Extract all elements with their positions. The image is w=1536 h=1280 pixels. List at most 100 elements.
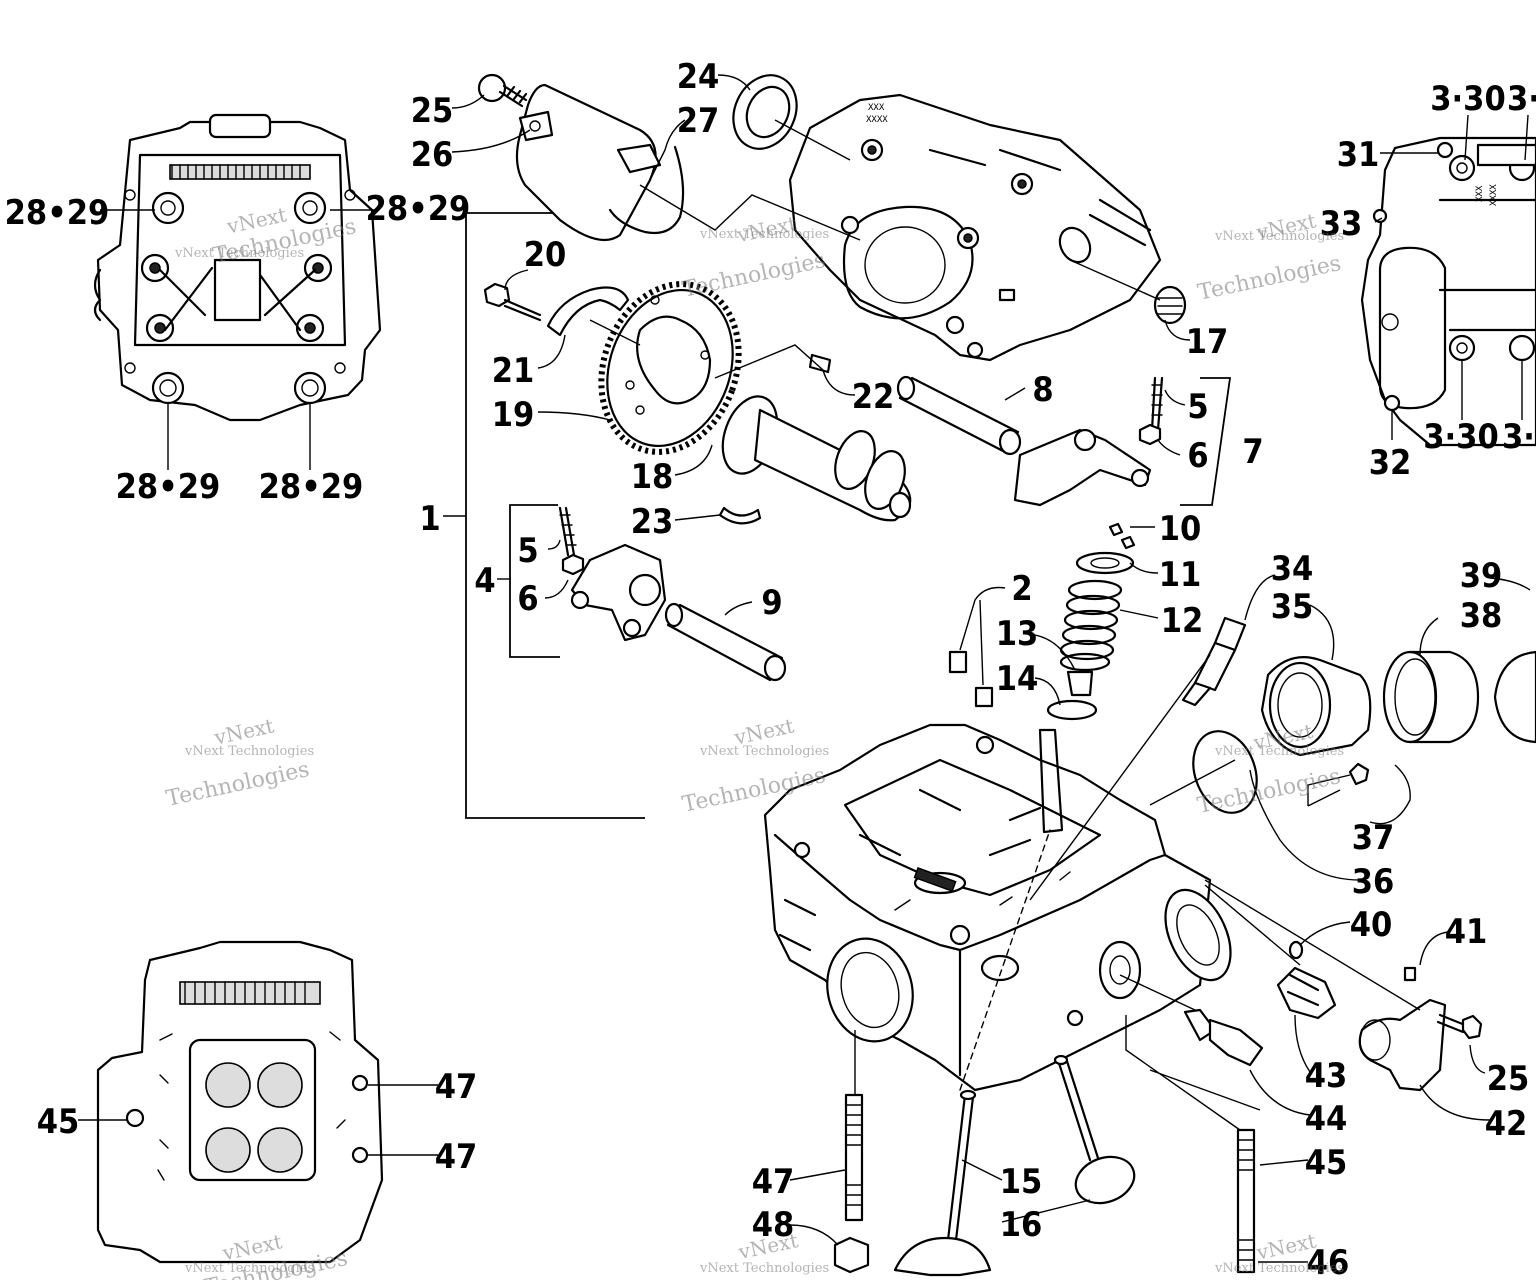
callout-13: 13 [996,614,1039,654]
callout-47: 47 [435,1137,478,1177]
head-side-view: XXX XXXX [1360,136,1536,447]
svg-text:Technologies: Technologies [164,757,312,812]
rocker-shaft-9 [664,602,787,682]
rocker-arm-lower [570,543,667,642]
callout-33: 33 [1320,204,1363,244]
callout-9: 9 [761,583,782,623]
valve-spring-12 [1059,579,1123,672]
bolt-25 [477,73,528,108]
spark-plug-34 [1181,616,1247,707]
valve-16 [1053,1054,1136,1205]
dowel-2b [974,686,994,708]
callout-32: 32 [1369,443,1412,483]
callout-28-29: 28•29 [366,189,471,229]
callout-46: 46 [1307,1243,1350,1280]
clamp-38 [1382,650,1480,744]
callout-36: 36 [1352,862,1395,902]
callout-35: 35 [1271,587,1314,627]
bolt-37 [1348,762,1370,786]
callout-3-30: 3·30 [1430,79,1505,119]
valve-15 [893,1089,992,1277]
part-marking: XXXX [1489,184,1499,206]
o-ring-36 [1192,730,1258,814]
part-marking: XXX [1475,185,1485,202]
adjuster-screw-lower [558,506,585,576]
svg-text:Technologies: Technologies [1195,764,1343,819]
valve-seal-13 [1066,670,1094,697]
callout-41: 41 [1445,912,1488,952]
callout-3-30: 3·30 [1423,417,1498,457]
callout-40: 40 [1350,905,1393,945]
watermark: vNext [736,1228,801,1264]
adjuster-screw-upper [1138,376,1164,446]
callout-45: 45 [37,1102,80,1142]
callout-labels: 1 2 4 5 5 6 6 7 8 9 10 11 12 13 14 15 16… [5,57,1536,1280]
rocker-arm-upper [1013,428,1152,507]
pin-22 [808,353,832,374]
cylinder-head [763,723,1232,1092]
svg-text:Technologies: Technologies [680,248,828,303]
callout-28-29: 28•29 [5,193,110,233]
watermark-text: vNext Technologies [1214,1261,1344,1276]
thrust-washer-23 [718,506,762,525]
callout-16: 16 [1000,1205,1043,1245]
callout-6: 6 [517,579,538,619]
callout-1: 1 [419,499,440,539]
spring-seat-14 [1046,699,1098,721]
callout-25: 25 [1487,1059,1530,1099]
leader-lines [78,74,1531,1263]
callout-3-30: 3·3 [1502,417,1536,457]
callout-5: 5 [517,531,538,571]
callout-31: 31 [1337,135,1380,175]
svg-text:vNext: vNext [736,1228,801,1264]
watermark-text: vNext Technologies [174,246,304,261]
callout-14: 14 [996,659,1039,699]
plug-17 [1153,285,1187,325]
rocker-arm-bracket [1180,377,1232,506]
callout-23: 23 [631,502,674,542]
dowel-2a [948,650,968,674]
callout-28-29: 28•29 [116,467,221,507]
cam-gear-19 [598,281,742,455]
cam-cover-27 [515,83,685,242]
callout-25: 25 [411,91,454,131]
part-marking: XXXX [866,115,888,125]
callout-18: 18 [631,457,674,497]
temp-sender-44 [1183,1008,1264,1067]
head-bottom-view [96,940,384,1264]
callout-39: 39 [1460,556,1503,596]
callout-21: 21 [492,351,535,391]
callout-43: 43 [1305,1056,1348,1096]
callout-17: 17 [1186,322,1229,362]
callout-3-30: 3·3 [1507,79,1536,119]
callout-19: 19 [492,395,535,435]
valve-keepers-10 [1108,522,1136,550]
callout-20: 20 [524,235,567,275]
callout-27: 27 [677,101,720,141]
bolt-20 [483,282,542,322]
callout-45: 45 [1305,1143,1348,1183]
callout-37: 37 [1352,818,1395,858]
watermark-text: vNext Technologies [184,1261,314,1276]
svg-text:Technologies: Technologies [1196,251,1344,306]
callout-44: 44 [1305,1099,1348,1139]
rocker-bracket [509,504,560,658]
callout-5: 5 [1187,387,1208,427]
bolt-25-lower [1436,1013,1483,1040]
callout-11: 11 [1159,555,1202,595]
callout-22: 22 [852,377,895,417]
clip-21 [546,286,630,337]
callout-34: 34 [1271,549,1314,589]
callout-12: 12 [1161,601,1204,641]
watermark: vNext Technologies [164,714,312,812]
callout-2: 2 [1011,569,1032,609]
callout-15: 15 [1000,1162,1043,1202]
watermark-text: vNext Technologies [699,1261,829,1276]
clamp-39 [1493,650,1536,744]
callout-42: 42 [1485,1104,1528,1144]
watermark-text: vNext Technologies [699,227,829,242]
head-top-view [93,113,382,422]
callout-47: 47 [435,1067,478,1107]
callout-48: 48 [752,1205,795,1245]
